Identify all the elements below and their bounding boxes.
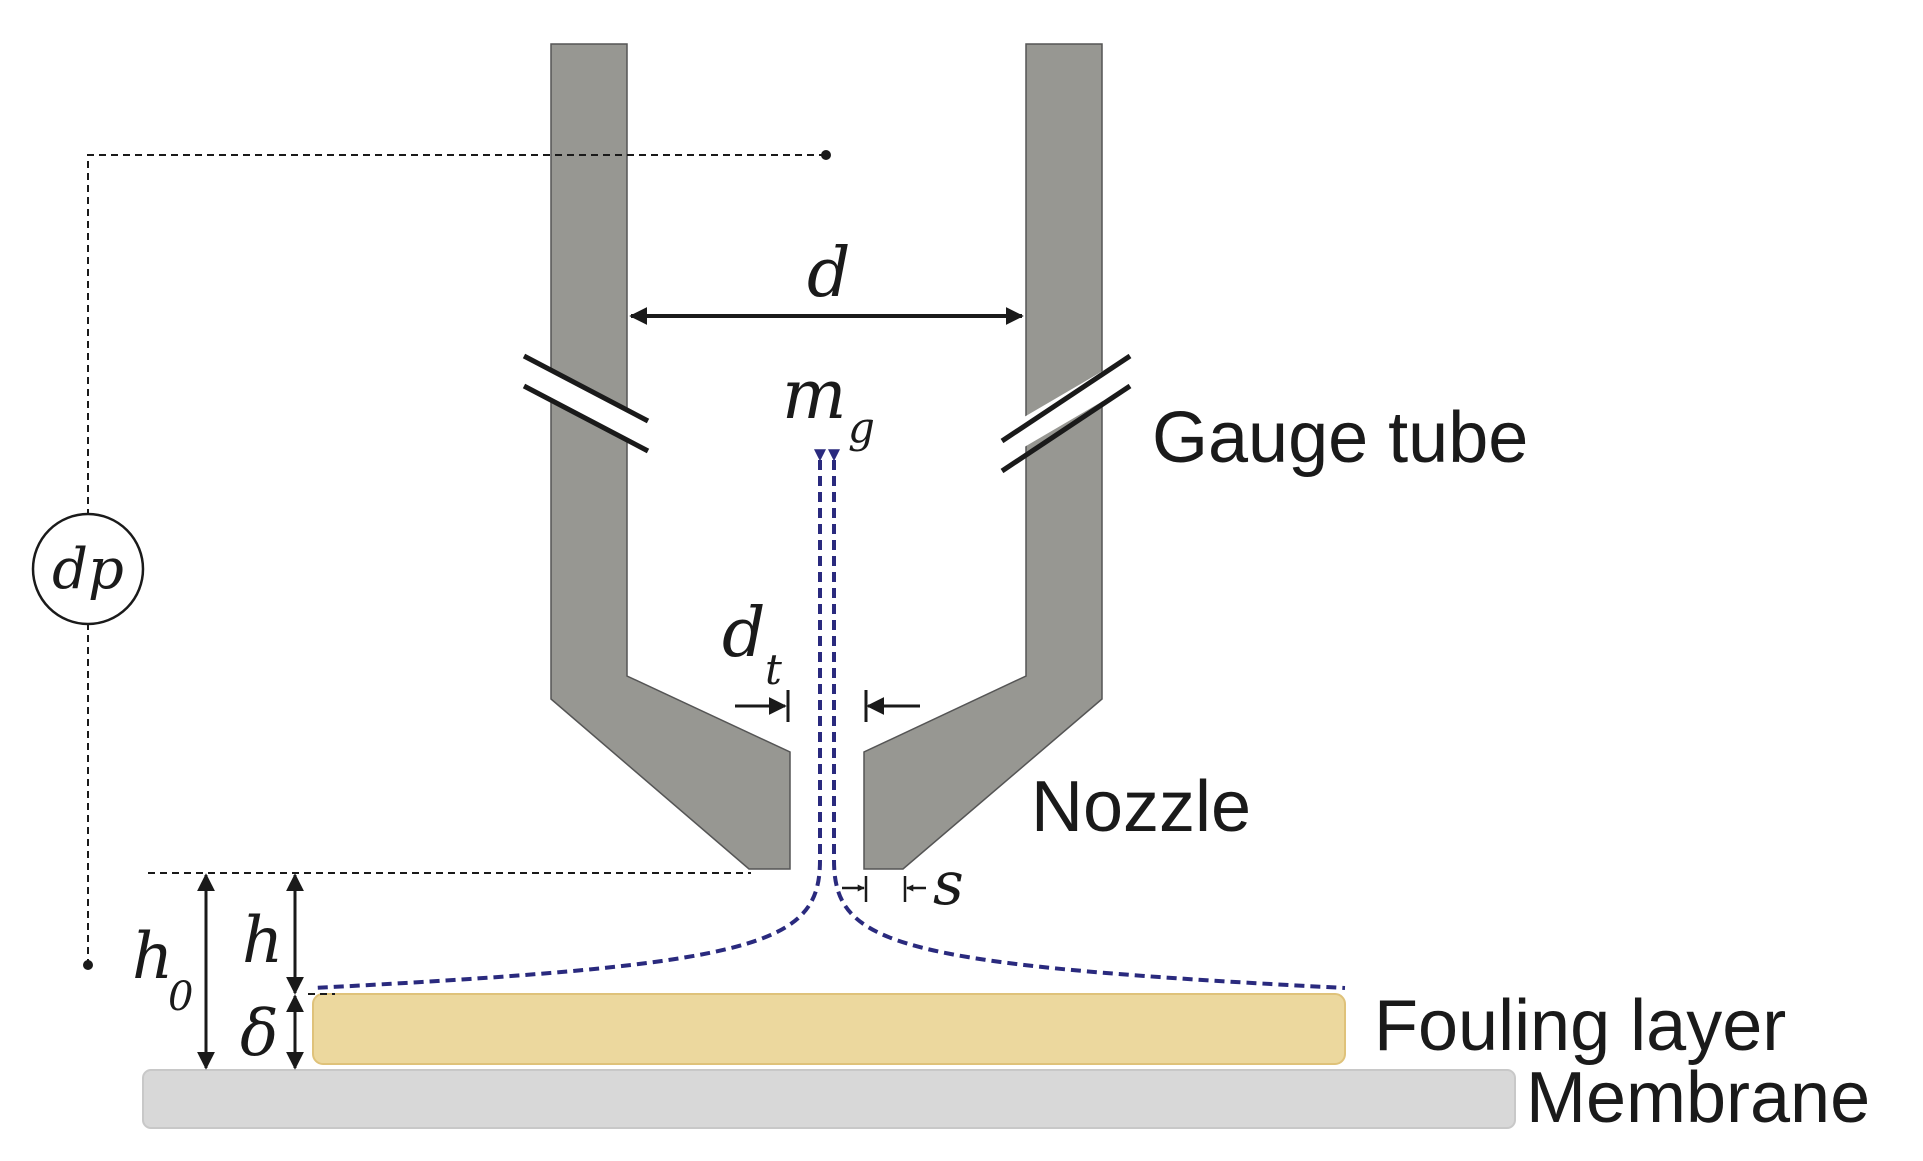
symbol-h0: h <box>132 920 173 994</box>
label-fouling-layer: Fouling layer <box>1374 986 1786 1066</box>
symbol-h: h <box>242 904 283 978</box>
symbol-dt: d <box>722 594 766 673</box>
label-gauge-tube: Gauge tube <box>1152 398 1528 478</box>
reference-lines <box>87 154 826 995</box>
symbol-s: s <box>933 849 964 919</box>
fouling-layer <box>312 993 1346 1065</box>
dashed-streamline-icon <box>312 449 1346 990</box>
pressure-gauge-circle-icon <box>31 512 145 626</box>
symbol-delta: δ <box>240 997 279 1071</box>
membrane <box>142 1069 1516 1129</box>
label-membrane: Membrane <box>1526 1058 1870 1138</box>
symbol-h0-subscript: 0 <box>168 974 193 1020</box>
symbol-dt-subscript: t <box>765 645 782 694</box>
symbol-m: m <box>782 356 846 435</box>
symbol-d: d <box>807 234 851 313</box>
tube-wall-left <box>550 43 791 870</box>
symbol-m-subscript: g <box>848 403 875 452</box>
double-slash-break-icon <box>508 353 655 454</box>
tube-wall-right <box>863 43 1103 870</box>
dt-dimension-arrow <box>735 690 920 722</box>
s-dimension-arrow <box>842 876 926 902</box>
label-nozzle: Nozzle <box>1031 767 1251 847</box>
double-slash-break-icon <box>990 353 1144 474</box>
symbol-dp: dp <box>52 537 124 602</box>
